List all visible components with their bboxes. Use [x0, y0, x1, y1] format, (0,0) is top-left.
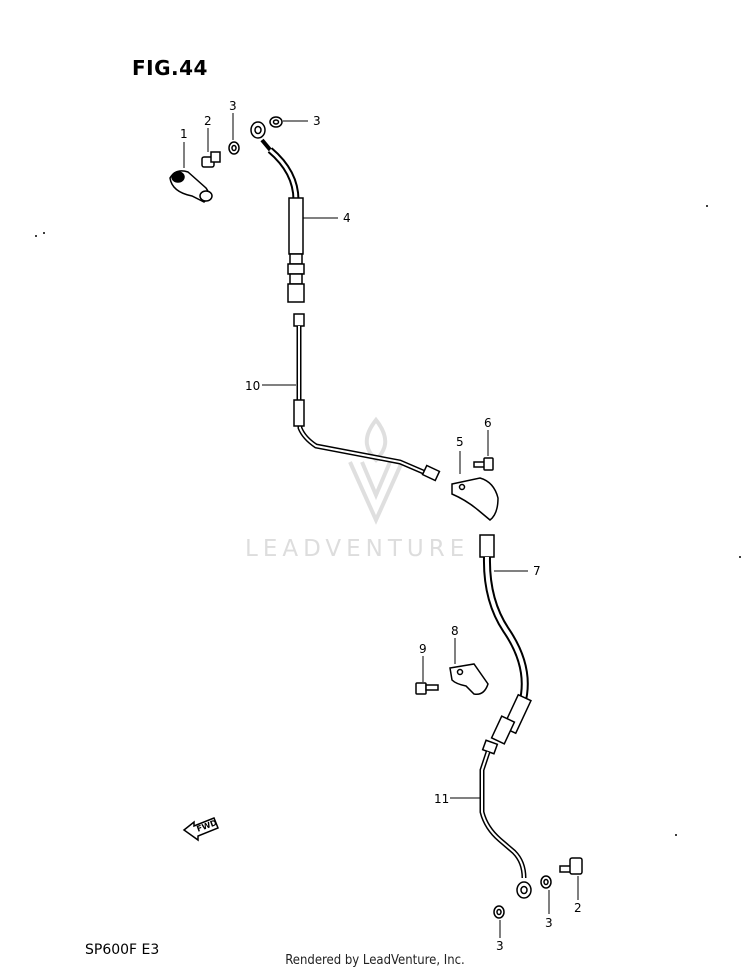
callout-3-bottom-a: 3 [545, 916, 553, 930]
callout-3-bottom-b: 3 [496, 939, 504, 953]
part-3-washer-top-a [228, 141, 240, 155]
watermark-logo [348, 416, 404, 525]
part-9-clamp-bolt [415, 682, 439, 695]
callout-10: 10 [245, 379, 260, 393]
callout-9: 9 [419, 642, 427, 656]
render-credit: Rendered by LeadVenture, Inc. [285, 953, 465, 968]
part-3-washer-bottom-a [540, 875, 552, 889]
part-5-hose-clamp [451, 477, 499, 521]
part-6-clamp-bolt [473, 457, 494, 471]
callout-4: 4 [343, 211, 351, 225]
callout-11: 11 [434, 792, 449, 806]
part-1-banjo-cover [169, 170, 213, 203]
part-3-washer-bottom-b [493, 905, 505, 919]
callout-2-top: 2 [204, 114, 212, 128]
part-10-brake-pipe-upper [293, 313, 441, 482]
part-4-brake-hose-upper [250, 121, 305, 303]
callout-5: 5 [456, 435, 464, 449]
callout-3-top-b: 3 [313, 114, 321, 128]
callout-2-bottom: 2 [574, 901, 582, 915]
model-code: SP600F E3 [85, 942, 160, 958]
callout-3-top-a: 3 [229, 99, 237, 113]
fwd-arrow-icon: FWD [182, 817, 219, 842]
callout-6: 6 [484, 416, 492, 430]
callout-1: 1 [180, 127, 188, 141]
part-11-brake-pipe-lower [479, 739, 532, 899]
part-7-brake-hose-lower [479, 534, 532, 745]
part-3-washer-top-b [269, 116, 283, 128]
watermark-text: LEADVENTURE [245, 536, 470, 562]
part-2-union-bolt-bottom [559, 857, 583, 875]
part-2-union-bolt-top [201, 151, 221, 168]
scan-specks [35, 205, 741, 836]
part-8-hose-clamp [449, 663, 489, 696]
callout-8: 8 [451, 624, 459, 638]
callout-7: 7 [533, 564, 541, 578]
figure-title: FIG.44 [132, 56, 208, 80]
